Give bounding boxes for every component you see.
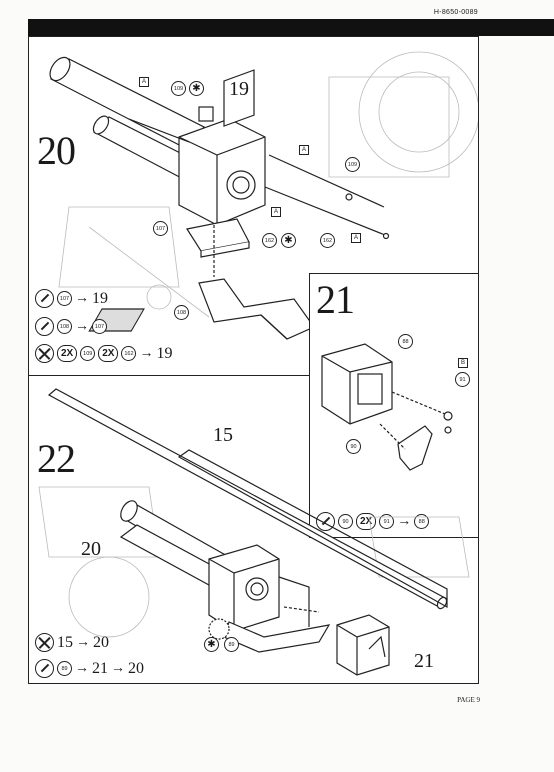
target-part: 20 bbox=[128, 659, 144, 677]
paint-icon: ✱ bbox=[204, 637, 219, 652]
glue-step-89-21-20: 89 → 21 → 20 bbox=[35, 659, 144, 678]
part-ref: 89 bbox=[57, 661, 72, 676]
step21-panel: 21 88 90 91 B 90 2X 91 → 88 bbox=[309, 273, 478, 538]
glue-step-108-107: 108 → 107 bbox=[35, 317, 107, 336]
paint-icon: ✱ bbox=[189, 81, 204, 96]
step20-number: 20 bbox=[37, 128, 76, 173]
part-tag: 109 bbox=[171, 81, 186, 96]
glue-step-90-91-88: 90 2X 91 → 88 bbox=[316, 512, 430, 531]
arrow-icon: → bbox=[397, 513, 412, 529]
part-ref: 107 bbox=[57, 291, 72, 306]
part-tag: 108 bbox=[174, 305, 189, 320]
noglue-step-109-162: 2X 109 2X 162 → 19 bbox=[35, 344, 172, 363]
step22-number: 22 bbox=[37, 436, 76, 481]
page-number: PAGE 9 bbox=[457, 696, 480, 704]
part-tag: 88 bbox=[398, 334, 413, 349]
page-code: H-8650-0089 bbox=[433, 9, 478, 16]
target-part: 19 bbox=[92, 289, 108, 307]
ref-flag: A bbox=[271, 207, 282, 217]
cement-icon bbox=[35, 289, 54, 308]
part-tag: 162 bbox=[262, 233, 277, 248]
part-tag: 89 bbox=[224, 637, 239, 652]
no-cement-icon bbox=[35, 633, 54, 652]
part-tag: 91 bbox=[455, 372, 470, 387]
multiplier-badge: 2X bbox=[98, 345, 119, 362]
arrow-icon: → bbox=[76, 634, 90, 650]
step22-callout-20: 20 bbox=[81, 538, 101, 560]
step22-callout-21: 21 bbox=[414, 650, 434, 672]
noglue-step-15-20: 15 → 20 bbox=[35, 633, 109, 652]
step22-callout-15: 15 bbox=[213, 424, 233, 446]
header-bar bbox=[28, 19, 554, 36]
cement-icon bbox=[35, 659, 54, 678]
ref-flag: A bbox=[139, 77, 150, 87]
step20-callout-19: 19 bbox=[229, 78, 249, 100]
target-part: 19 bbox=[156, 344, 173, 362]
cement-icon bbox=[35, 317, 54, 336]
ref-flag: A bbox=[351, 233, 362, 243]
target-part: 107 bbox=[92, 319, 107, 334]
part-ref: 162 bbox=[121, 346, 137, 361]
part-tag: 109 bbox=[345, 157, 360, 172]
cement-icon bbox=[316, 512, 335, 531]
target-part: 20 bbox=[93, 633, 109, 651]
arrow-icon: → bbox=[75, 318, 89, 334]
part-ref: 90 bbox=[338, 514, 353, 529]
multiplier-badge: 2X bbox=[356, 513, 377, 530]
arrow-icon: → bbox=[75, 290, 89, 306]
no-cement-icon bbox=[35, 344, 54, 363]
step20-illustration bbox=[49, 51, 478, 340]
part-tag: 90 bbox=[346, 439, 361, 454]
part-ref: 109 bbox=[80, 346, 96, 361]
instruction-frame: 20 19 109 ✱ 109 162 ✱ 162 107 108 A A A … bbox=[28, 36, 479, 684]
target-part: 88 bbox=[414, 514, 430, 529]
part-tag: 162 bbox=[320, 233, 335, 248]
multiplier-badge: 2X bbox=[57, 345, 78, 362]
arrow-icon: → bbox=[75, 660, 89, 676]
step21-number: 21 bbox=[316, 277, 355, 322]
ref-flag: A bbox=[299, 145, 310, 155]
part-tag: 107 bbox=[153, 221, 168, 236]
target-part: 21 bbox=[92, 659, 108, 677]
arrow-icon: → bbox=[139, 345, 154, 361]
ref-flag: B bbox=[458, 358, 469, 368]
part-ref: 108 bbox=[57, 319, 72, 334]
paint-icon: ✱ bbox=[281, 233, 296, 248]
arrow-icon: → bbox=[111, 660, 125, 676]
section-divider bbox=[29, 375, 478, 376]
part-ref: 91 bbox=[379, 514, 395, 529]
glue-step-107-19: 107 → 19 bbox=[35, 289, 108, 308]
part-ref: 15 bbox=[57, 633, 73, 651]
